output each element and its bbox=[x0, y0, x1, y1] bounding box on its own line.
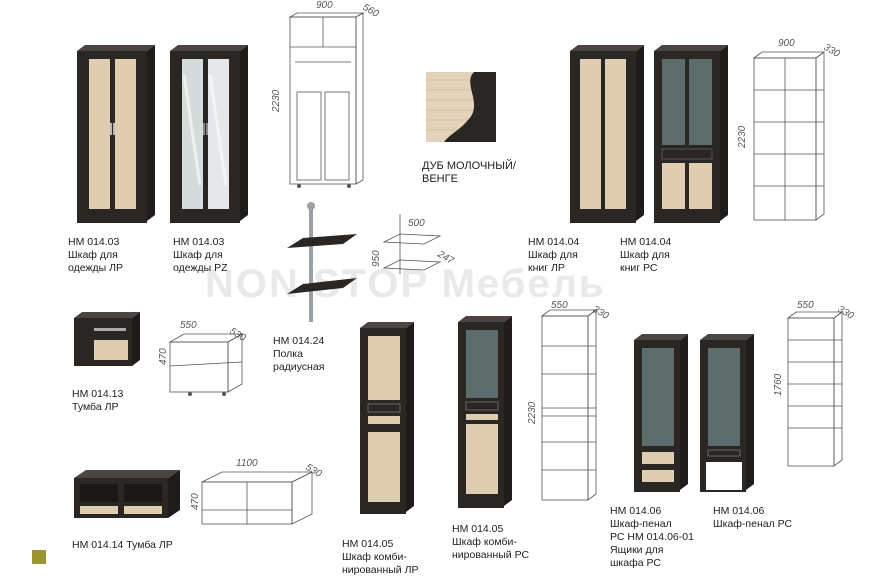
item-4-line2: книг РС bbox=[620, 262, 658, 274]
item-10-line4: шкафа РС bbox=[610, 557, 661, 569]
item-5-line1: Полка bbox=[273, 348, 303, 360]
tumba-14-image bbox=[74, 470, 180, 518]
item-10-line1: Шкаф-пенал bbox=[610, 518, 672, 530]
item-9-line2: нированный РС bbox=[452, 549, 530, 561]
item-3-line2: книг ЛР bbox=[528, 262, 565, 274]
penal-drawing bbox=[786, 311, 844, 467]
bookcase-drawing bbox=[752, 51, 826, 221]
item-10-line3: Ящики для bbox=[610, 544, 664, 556]
shelf-height: 950 bbox=[371, 250, 382, 267]
wardrobe-pz-image bbox=[170, 45, 248, 223]
item-3-line1: Шкаф для bbox=[528, 249, 578, 261]
item-1-line1: Шкаф для bbox=[68, 249, 118, 261]
item-1-line2: одежды ЛР bbox=[68, 262, 123, 274]
bookcase-rc-image bbox=[654, 45, 728, 223]
bookcase-width: 900 bbox=[778, 38, 795, 49]
item-2-line2: одежды PZ bbox=[173, 262, 228, 274]
combi-height: 2230 bbox=[527, 401, 538, 424]
item-9-line1: Шкаф комби- bbox=[452, 536, 517, 548]
item-1-code: НМ 014.03 bbox=[68, 236, 120, 248]
item-2-line1: Шкаф для bbox=[173, 249, 223, 261]
wardrobe-width: 900 bbox=[316, 0, 333, 11]
tumba13-height: 470 bbox=[158, 348, 169, 365]
item-9-code: НМ 014.05 bbox=[452, 523, 504, 535]
wardrobe-height: 2230 bbox=[271, 89, 282, 112]
texture-swatch-image bbox=[426, 72, 496, 142]
item-5-code: НМ 014.24 bbox=[273, 335, 325, 347]
item-8-line2: нированный ЛР bbox=[342, 564, 419, 576]
item-8-line1: Шкаф комби- bbox=[342, 551, 407, 563]
item-2-code: НМ 014.03 bbox=[173, 236, 225, 248]
combi-lr-image bbox=[360, 322, 414, 514]
radial-shelf-image bbox=[287, 202, 357, 322]
item-6-line1: Тумба ЛР bbox=[72, 401, 119, 413]
penal-height: 1760 bbox=[773, 373, 784, 396]
texture-caption-line2: ВЕНГЕ bbox=[422, 173, 458, 185]
item-11-code: НМ 014.06 bbox=[713, 505, 765, 517]
tumba-13-image bbox=[74, 312, 140, 366]
bookcase-lr-image bbox=[570, 45, 644, 223]
item-10-code: НМ 014.06 bbox=[610, 505, 662, 517]
tumba14-width: 1100 bbox=[236, 458, 258, 469]
penal-rc-image bbox=[700, 334, 754, 492]
item-4-line1: Шкаф для bbox=[620, 249, 670, 261]
penal-drawers-image bbox=[634, 334, 688, 492]
combi-drawing bbox=[540, 309, 598, 501]
combi-width: 550 bbox=[551, 300, 568, 311]
accent-square bbox=[32, 550, 46, 564]
item-8-code: НМ 014.05 bbox=[342, 538, 394, 550]
radial-shelf-drawing bbox=[382, 214, 442, 274]
shelf-width: 500 bbox=[408, 218, 425, 229]
tumba13-width: 550 bbox=[180, 320, 197, 331]
item-3-code: НМ 014.04 bbox=[528, 236, 580, 248]
penal-width: 550 bbox=[797, 300, 814, 311]
item-5-line2: радиусная bbox=[273, 361, 325, 373]
item-4-code: НМ 014.04 bbox=[620, 236, 672, 248]
item-6-code: НМ 014.13 bbox=[72, 388, 124, 400]
texture-caption-line1: ДУБ МОЛОЧНЫЙ/ bbox=[422, 160, 516, 172]
tumba-13-drawing bbox=[168, 333, 244, 396]
bookcase-height: 2230 bbox=[737, 125, 748, 148]
item-7-code: НМ 014.14 Тумба ЛР bbox=[72, 539, 173, 551]
wardrobe-drawing bbox=[288, 12, 365, 188]
tumba-14-drawing bbox=[201, 471, 313, 525]
item-11-line1: Шкаф-пенал РС bbox=[713, 518, 793, 530]
combi-rc-image bbox=[458, 316, 512, 508]
tumba14-height: 470 bbox=[190, 493, 201, 510]
item-10-line2: РС НМ 014.06-01 bbox=[610, 531, 694, 543]
wardrobe-lr-image bbox=[77, 45, 155, 223]
